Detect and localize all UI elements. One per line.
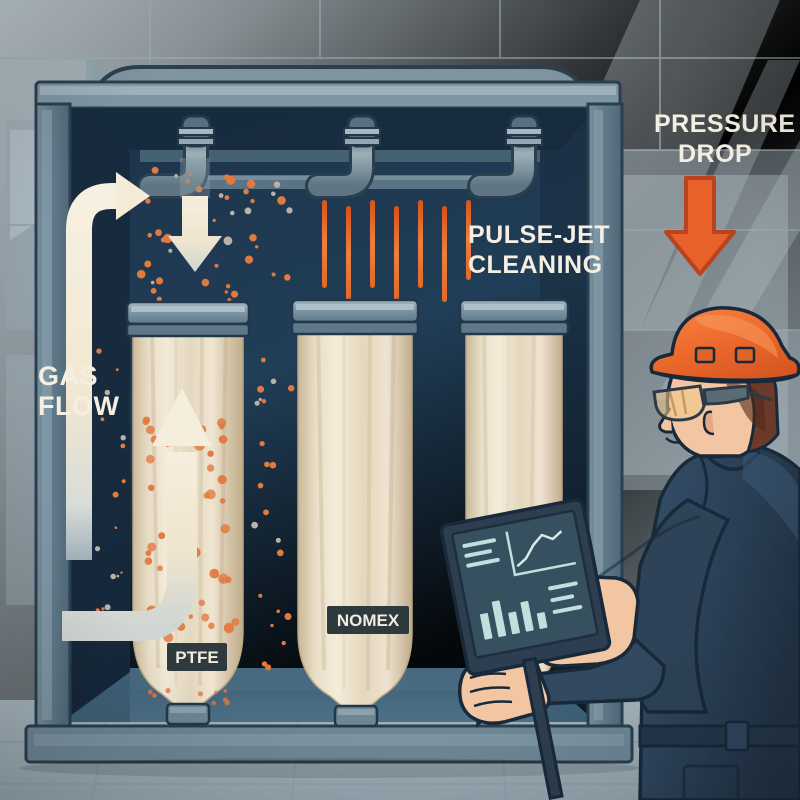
baghouse-scene: PTFENOMEX GAS FLOW PULSE-JET CLEANING PR… [0,0,800,800]
vignette [0,0,800,800]
illustration-canvas: PTFENOMEX GAS FLOW PULSE-JET CLEANING PR… [0,0,800,800]
